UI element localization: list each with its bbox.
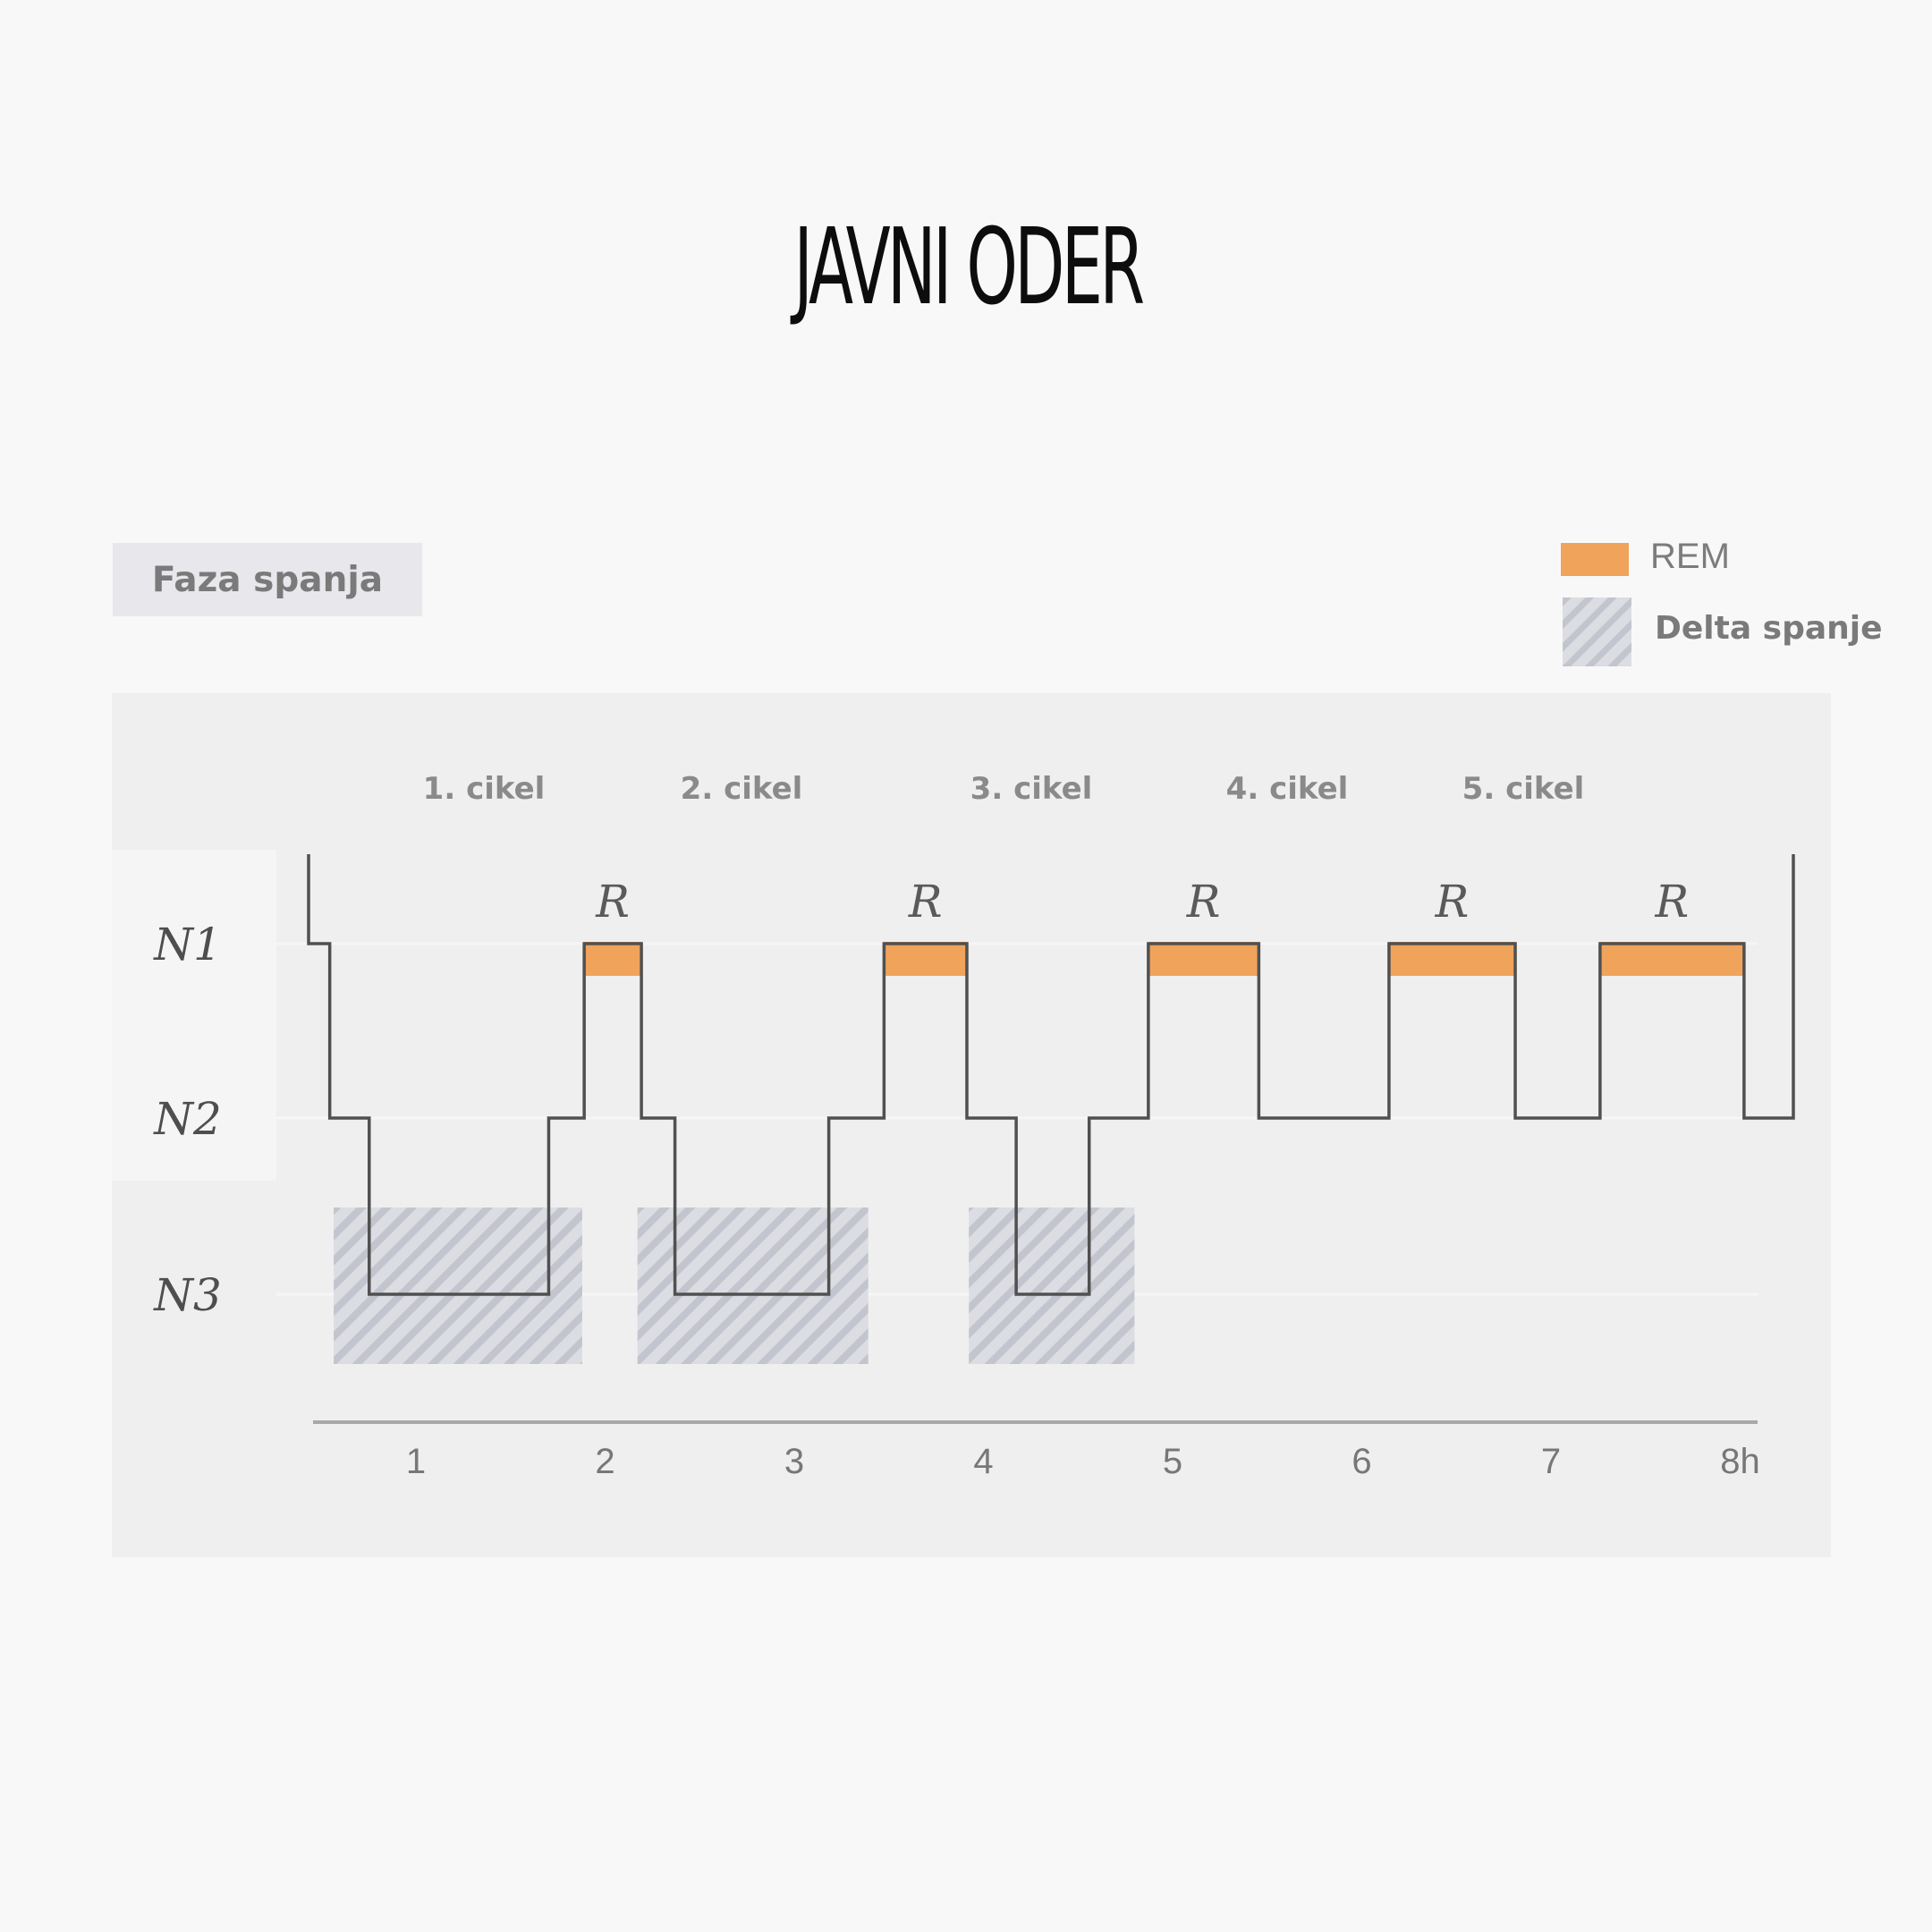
cycle-label: 2. cikel — [681, 771, 803, 807]
stage-label-panel — [112, 850, 276, 1181]
legend-rem-label: REM — [1650, 537, 1730, 576]
deep-sleep-block — [969, 1208, 1135, 1364]
rem-marker: R — [595, 876, 630, 928]
deep-sleep-block — [334, 1208, 582, 1364]
x-tick-label: 2 — [595, 1442, 614, 1481]
rem-marker: R — [1186, 876, 1221, 928]
stage-label: N2 — [153, 1093, 222, 1145]
rem-block — [884, 942, 967, 976]
legend-rem-swatch — [1561, 543, 1629, 576]
rem-marker: R — [1655, 876, 1690, 928]
rem-block — [584, 942, 642, 976]
stage-label: N1 — [153, 919, 222, 970]
legend-delta-swatch — [1563, 597, 1631, 666]
page-title: JAVNI ODER — [793, 205, 1145, 328]
rem-marker: R — [1435, 876, 1470, 928]
cycle-label: 4. cikel — [1226, 771, 1349, 807]
x-tick-label: 7 — [1541, 1442, 1561, 1481]
deep-sleep-block — [637, 1208, 869, 1364]
x-tick-label: 5 — [1163, 1442, 1182, 1481]
sleep-phase-badge: Faza spanja — [113, 543, 422, 616]
rem-block — [1388, 942, 1516, 976]
x-tick-label: 1 — [406, 1442, 426, 1481]
x-tick-label: 3 — [784, 1442, 804, 1481]
rem-block — [1148, 942, 1259, 976]
x-tick-label: 8h — [1720, 1442, 1760, 1481]
cycle-label: 5. cikel — [1462, 771, 1585, 807]
rem-marker: R — [908, 876, 943, 928]
hypnogram-line — [307, 854, 1795, 1296]
cycle-label: 1. cikel — [423, 771, 546, 807]
rem-block — [1599, 942, 1744, 976]
legend-delta-label: Delta spanje — [1655, 610, 1883, 647]
cycle-label: 3. cikel — [970, 771, 1093, 807]
stage-label: N3 — [153, 1269, 222, 1321]
x-tick-label: 6 — [1352, 1442, 1371, 1481]
x-tick-label: 4 — [973, 1442, 993, 1481]
